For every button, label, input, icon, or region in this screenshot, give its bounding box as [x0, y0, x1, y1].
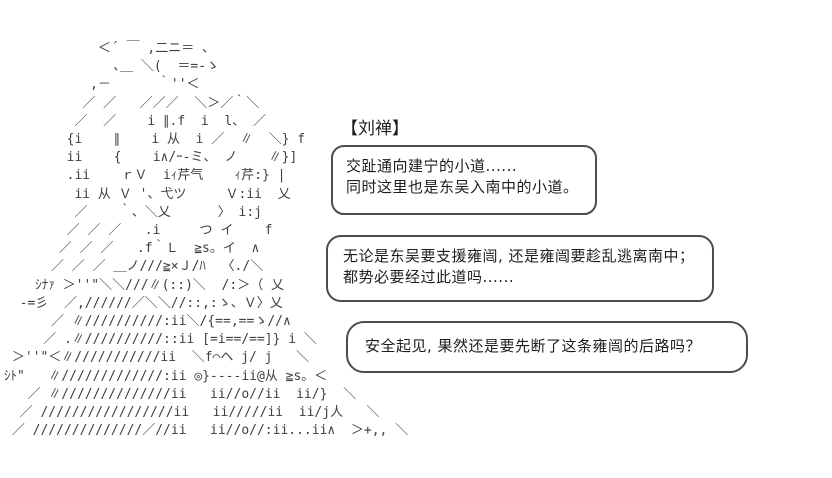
speech-bubble-3: 安全起见, 果然还是要先断了这条雍闿的后路吗？	[346, 321, 748, 373]
ascii-art-character: ＜´ ￣ ,二ニ＝ 、 ､＿ ＼( ＝=-ゝ ,－ ｀''＜ ／ ／ ／／／ ＼…	[4, 41, 409, 439]
speech-bubble-1: 交趾通向建宁的小道...... 同时这里也是东吴入南中的小道。	[331, 145, 597, 215]
speech-bubble-2: 无论是东吴要支援雍闿, 还是雍闿要趁乱逃离南中； 都势必要经过此道吗......	[326, 235, 714, 302]
dialogue-line: 无论是东吴要支援雍闿, 还是雍闿要趁乱逃离南中；	[343, 247, 695, 265]
dialogue-line: 同时这里也是东吴入南中的小道。	[346, 178, 579, 196]
dialogue-line: 都势必要经过此道吗......	[343, 268, 515, 286]
dialogue-line: 交趾通向建宁的小道......	[346, 157, 518, 175]
character-name-label: 【刘禅】	[341, 119, 409, 139]
dialogue-line: 安全起见, 果然还是要先断了这条雍闿的后路吗？	[365, 337, 702, 355]
